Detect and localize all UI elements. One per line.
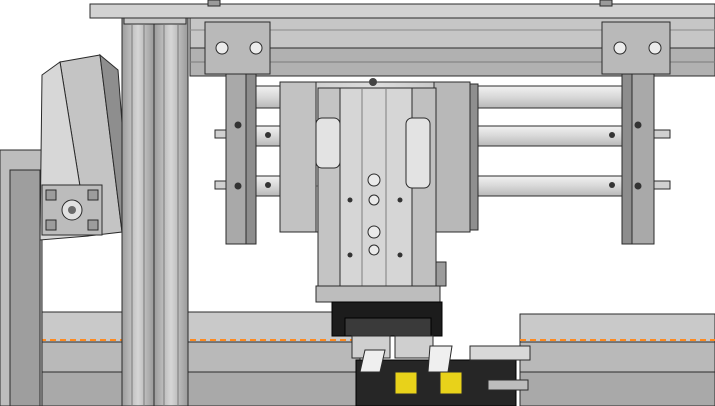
left-bracket	[204, 21, 271, 245]
vertical-profile-pair	[121, 13, 189, 406]
left-edge-frame	[0, 149, 43, 406]
vertical-actuator	[315, 87, 447, 303]
bottom-rail-right	[519, 313, 715, 406]
angled-profile	[39, 53, 131, 241]
bottom-rail-left	[39, 311, 361, 406]
profile-slot-end	[41, 184, 103, 236]
right-bracket	[601, 21, 671, 245]
gripper-head	[331, 301, 531, 406]
